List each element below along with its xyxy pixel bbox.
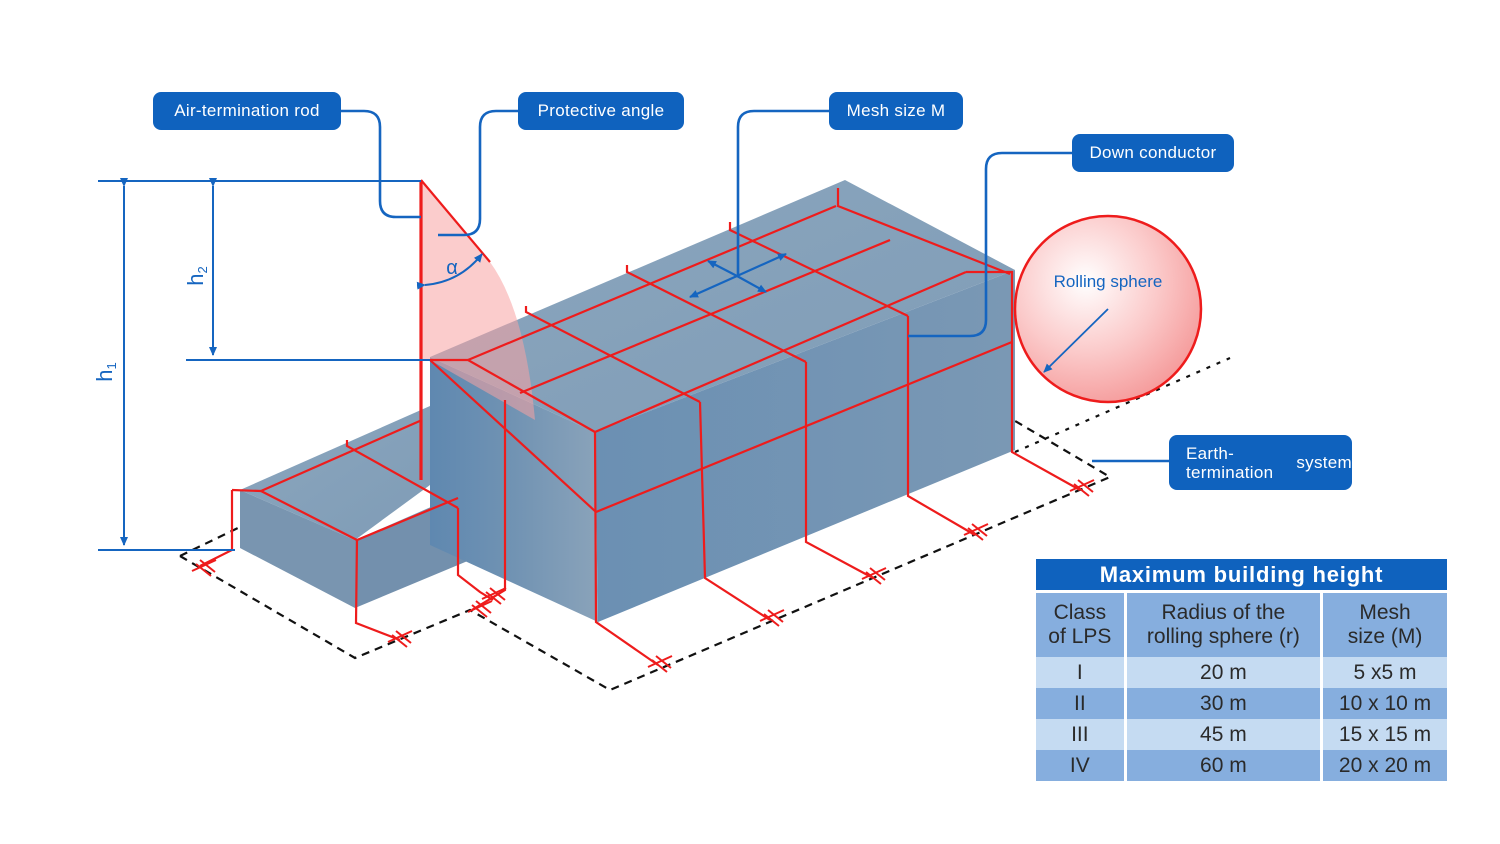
cell-mesh: 10 x 10 m bbox=[1323, 688, 1447, 719]
test-joint bbox=[759, 609, 785, 627]
cell-class: II bbox=[1036, 688, 1127, 719]
header-class: Class of LPS bbox=[1036, 590, 1127, 657]
table-row: I 20 m 5 x5 m bbox=[1036, 657, 1447, 688]
header-mesh: Mesh size (M) bbox=[1323, 590, 1447, 657]
alpha-label: α bbox=[446, 257, 458, 279]
table-row: III 45 m 15 x 15 m bbox=[1036, 719, 1447, 750]
test-joint bbox=[861, 567, 887, 585]
svg-text:h1: h1 bbox=[92, 362, 119, 381]
header-mesh-line2: size (M) bbox=[1347, 625, 1423, 648]
test-joint bbox=[647, 655, 673, 673]
air-termination-rod-callout: Air-termination rod bbox=[153, 92, 341, 130]
header-class-line2: of LPS bbox=[1048, 625, 1112, 648]
dimension-h2-label: h2 bbox=[183, 266, 210, 285]
table-header-row: Class of LPS Radius of the rolling spher… bbox=[1036, 590, 1447, 657]
test-joint bbox=[1069, 479, 1095, 497]
low-block-top bbox=[240, 406, 430, 540]
cell-radius: 60 m bbox=[1126, 750, 1324, 781]
test-joint bbox=[191, 559, 217, 577]
earth-termination-line1: Earth-termination bbox=[1186, 443, 1274, 482]
cell-mesh: 15 x 15 m bbox=[1323, 719, 1447, 750]
header-radius: Radius of the rolling sphere (r) bbox=[1126, 590, 1324, 657]
down-conductor-callout: Down conductor bbox=[1072, 134, 1234, 172]
svg-text:h2: h2 bbox=[183, 266, 210, 285]
maximum-building-height-table: Maximum building height Class of LPS Rad… bbox=[1036, 559, 1447, 781]
callout-leaders bbox=[341, 109, 1169, 463]
mesh-size-callout: Mesh size M bbox=[829, 92, 963, 130]
cell-radius: 45 m bbox=[1126, 719, 1324, 750]
cell-mesh: 5 x5 m bbox=[1323, 657, 1447, 688]
earth-termination-ring bbox=[179, 356, 1231, 692]
h2-subscript: 2 bbox=[195, 266, 210, 273]
mesh-size-arrows bbox=[689, 252, 787, 299]
sphere-radius-arrow bbox=[1043, 308, 1109, 373]
h1-label: h bbox=[92, 369, 117, 381]
low-block-left-face bbox=[240, 490, 355, 608]
cell-radius: 30 m bbox=[1126, 688, 1324, 719]
test-joint bbox=[387, 630, 413, 648]
test-joint bbox=[963, 523, 989, 541]
earth-termination-callout: Earth-termination system bbox=[1169, 435, 1352, 490]
cell-class: I bbox=[1036, 657, 1127, 688]
header-class-line1: Class bbox=[1053, 601, 1107, 624]
earth-termination-line2: system bbox=[1296, 453, 1352, 472]
header-radius-line2: rolling sphere (r) bbox=[1146, 625, 1300, 648]
cell-radius: 20 m bbox=[1126, 657, 1324, 688]
cell-class: III bbox=[1036, 719, 1127, 750]
protective-angle-callout: Protective angle bbox=[518, 92, 684, 130]
h2-label: h bbox=[183, 273, 208, 285]
cell-mesh: 20 x 20 m bbox=[1323, 750, 1447, 781]
dimension-lines bbox=[98, 178, 483, 551]
test-joints bbox=[191, 479, 1095, 673]
dimension-h1-label: h1 bbox=[92, 362, 119, 381]
table-title: Maximum building height bbox=[1036, 559, 1447, 590]
h1-subscript: 1 bbox=[104, 362, 119, 369]
header-radius-line1: Radius of the bbox=[1161, 601, 1286, 624]
conductor-mesh bbox=[199, 179, 1081, 666]
header-mesh-line1: Mesh bbox=[1359, 601, 1411, 624]
rolling-sphere-label: Rolling sphere bbox=[1054, 272, 1163, 291]
tall-block-left-face bbox=[430, 357, 598, 622]
cell-class: IV bbox=[1036, 750, 1127, 781]
test-joint bbox=[467, 600, 493, 618]
table-row: IV 60 m 20 x 20 m bbox=[1036, 750, 1447, 781]
test-joint bbox=[481, 587, 507, 605]
table-row: II 30 m 10 x 10 m bbox=[1036, 688, 1447, 719]
table-title-row: Maximum building height bbox=[1036, 559, 1447, 590]
